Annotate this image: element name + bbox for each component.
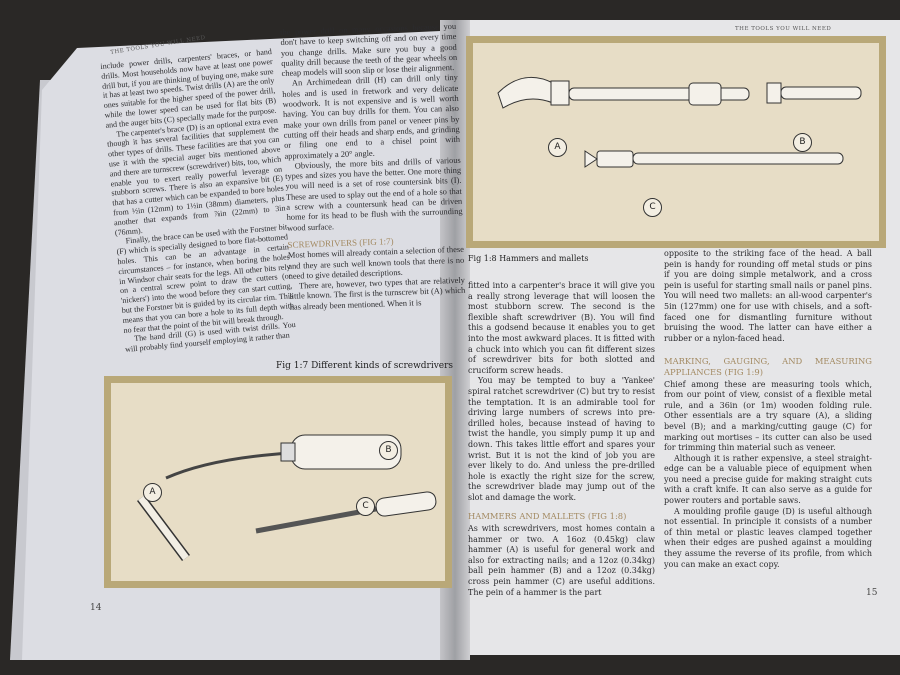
paragraph: opposite to the striking face of the hea… (664, 249, 872, 343)
section-heading-marking: MARKING, GAUGING, AND MEASURING APPLIANC… (664, 356, 872, 377)
figure-label-b: B (379, 441, 398, 460)
figure-label-a: A (548, 138, 567, 157)
screwdrivers-illustration (137, 434, 437, 561)
right-page-number: 15 (866, 588, 878, 598)
paragraph: fitted into a carpenter's brace it will … (468, 281, 655, 375)
right-running-head: The tools you will need (735, 26, 832, 32)
left-column-1: include power drills, carpenters' braces… (100, 47, 297, 355)
right-column-1: fitted into a carpenter's brace it will … (468, 281, 655, 598)
paragraph: The carpenter's brace (D) is an optional… (106, 115, 286, 237)
right-column-2: opposite to the striking face of the hea… (664, 249, 872, 570)
figure-label-c: C (643, 198, 662, 217)
paragraph: As with screwdrivers, most homes contain… (468, 524, 655, 597)
paragraph: the power drill on many occasions becaus… (280, 21, 458, 79)
section-heading-hammers: HAMMERS AND MALLETS (Fig 1:8) (468, 511, 627, 522)
paragraph: A moulding profile gauge (D) is useful a… (664, 506, 872, 569)
figure-label-b: B (793, 133, 812, 152)
hammers-illustration (497, 76, 862, 168)
paragraph: Obviously, the more bits and drills of v… (285, 155, 463, 233)
paragraph: Although it is rather expensive, a steel… (664, 453, 872, 506)
left-page-number: 14 (90, 603, 102, 613)
paragraph: Finally, the brace can be used with the … (116, 222, 295, 335)
figure-label-a: A (143, 483, 162, 502)
figure-label-c: C (356, 497, 375, 516)
figure-caption-hammers: Fig 1:8 Hammers and mallets (468, 254, 589, 263)
paragraph: Chief among these are measuring tools wh… (664, 379, 872, 453)
figure-screwdrivers: B C A (104, 376, 452, 588)
figure-hammers: A B C (466, 36, 886, 248)
paragraph: An Archimedean drill (H) can drill only … (282, 73, 461, 161)
figure-caption-screwdrivers: Fig 1:7 Different kinds of screwdrivers (276, 361, 454, 371)
left-column-2: the power drill on many occasions becaus… (280, 22, 466, 313)
paragraph: There are, however, two types that are r… (289, 275, 466, 312)
paragraph: You may be tempted to buy a 'Yankee' spi… (468, 376, 655, 502)
